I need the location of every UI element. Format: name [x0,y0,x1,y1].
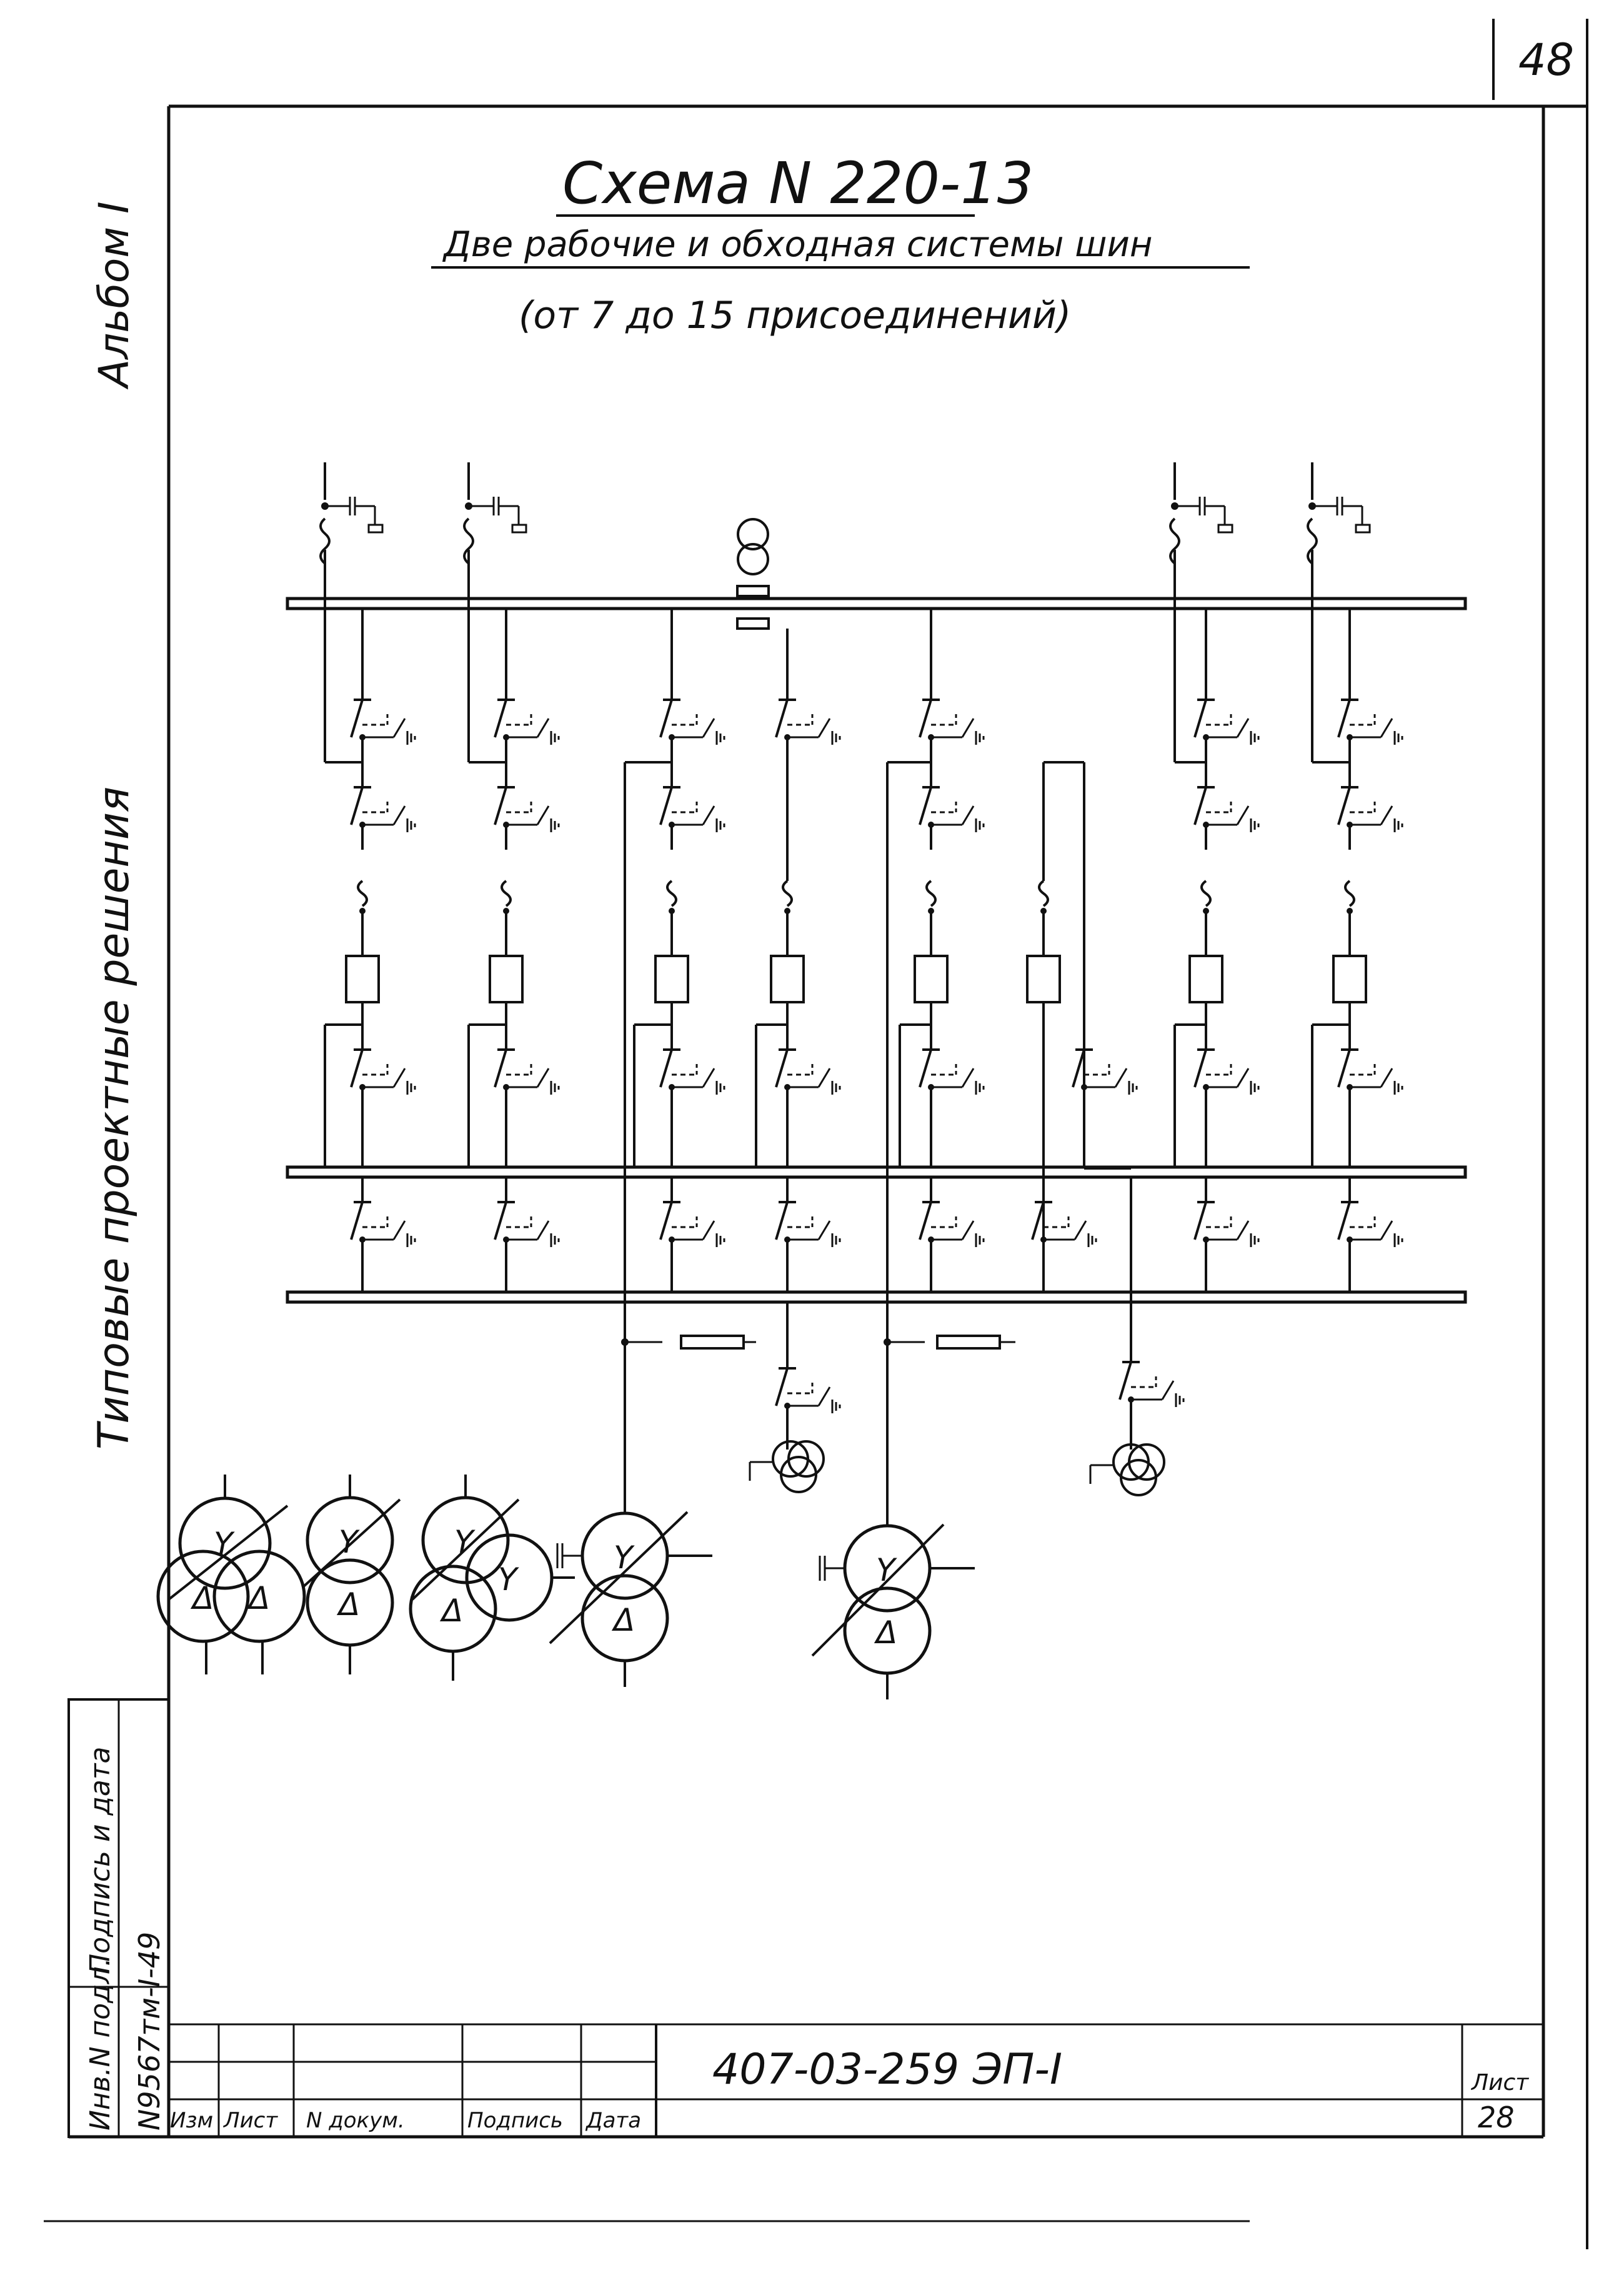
col-izm: Изм [170,2108,213,2133]
delta-label: Δ [246,1580,270,1616]
delta-label: Δ [336,1586,360,1623]
delta-label: Δ [874,1614,897,1651]
power-transformer-2wind-c: Y Δ [811,1523,975,1699]
wye-label: Y [614,1539,635,1576]
inv-label: Инв.N подл. [84,1957,116,2131]
line-bay-4 [1307,461,1403,1292]
wye-label: Y [498,1561,519,1598]
power-transformer-2wind-a: Y Δ [302,1475,401,1674]
coupler-bay-1 [749,629,841,1493]
subtitle: Две рабочие и обходная системы шин [442,224,1153,265]
power-transformer-3wind-b: Y Δ Y [409,1475,575,1681]
line-bay-3 [1169,461,1260,1292]
delta-label: Δ [611,1602,635,1638]
subtitle-range: (от 7 до 15 присоединений) [519,294,1071,337]
delta-label: Δ [190,1580,214,1616]
sheet-number: 48 [1518,34,1574,86]
sign-date-label: Подпись и дата [84,1747,116,1974]
line-bay-1 [319,461,416,1292]
col-list: Лист [222,2108,278,2133]
power-transformer-3wind-a: Y Δ Δ [156,1475,306,1674]
busbar-system-1 [286,597,1467,610]
voltage-transformer-bus1 [736,518,770,630]
col-sign: Подпись [467,2108,563,2133]
series-label: Типовые проектные решения [89,787,139,1450]
transformer-bay-1 [621,609,756,1512]
transformer-bay-2 [884,609,1015,1525]
bypass-busbar [286,1290,1467,1304]
page-title: Схема N 220-13 [562,150,1034,217]
document-code: 407-03-259 ЭП-I [712,2045,1062,2094]
line-bay-2 [463,461,560,1292]
inv-number: N9567тм-I-49 [132,1932,166,2131]
busbar-system-2 [286,1165,1467,1179]
col-doc: N докум. [306,2108,405,2133]
power-transformer-2wind-b: Y Δ [549,1511,712,1687]
coupler-bay-2 [1026,761,1185,1496]
title-block: Изм Лист N докум. Подпись Дата 407-03-25… [169,2023,1543,2137]
sheet-frame [44,19,1588,2249]
album-label: Альбом I [90,201,138,390]
col-date: Дата [585,2108,641,2133]
delta-label: Δ [439,1593,463,1629]
sheet-label: Лист [1470,2070,1529,2096]
sheet-value: 28 [1478,2101,1515,2134]
side-stamp: Инв.N подл. Подпись и дата N9567тм-I-49 [67,1698,170,2138]
wye-label: Y [339,1524,360,1560]
